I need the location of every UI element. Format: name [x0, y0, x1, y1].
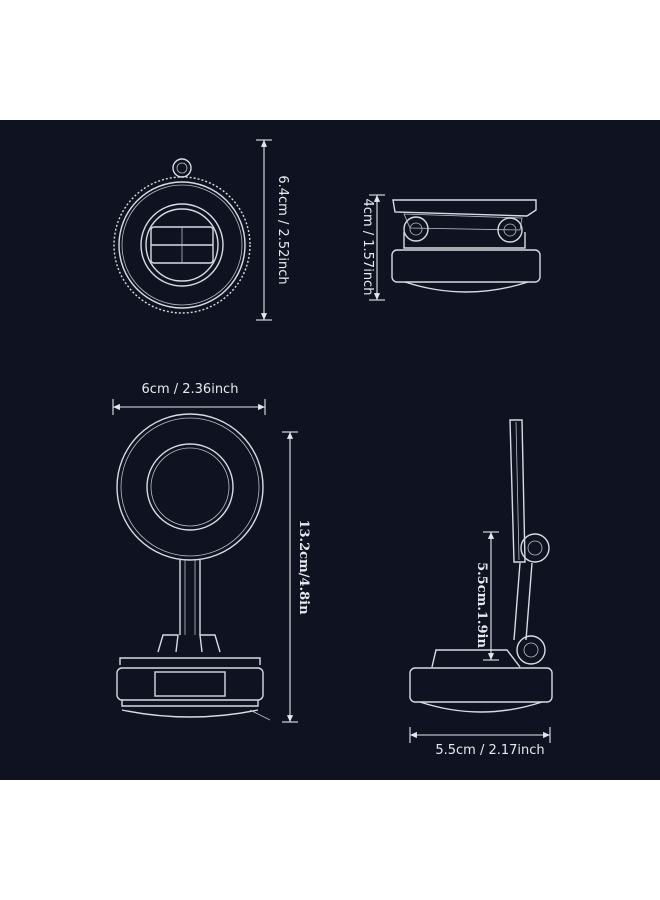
dim-label-head-height: 6.4cm / 2.52inch [275, 175, 290, 285]
upper-hinge [520, 533, 550, 563]
top-view-head [113, 158, 251, 314]
side-plate [509, 419, 526, 563]
knurled-rim [113, 176, 251, 314]
hinge-right [497, 217, 523, 243]
hinge-left [403, 216, 429, 242]
front-suction-cup [121, 709, 259, 718]
stem [179, 560, 201, 635]
technical-drawing [112, 139, 553, 743]
front-base [116, 667, 264, 701]
lower-hinge [516, 635, 546, 665]
dim-label-stem-height: 5.5cm.1.9in [474, 562, 489, 648]
front-head-inner [146, 443, 234, 531]
front-head-outer [116, 413, 264, 561]
side-suction-cup [419, 701, 543, 713]
folded-plate [392, 199, 537, 217]
side-view-unfolded [409, 419, 553, 713]
inner-ring [140, 203, 224, 287]
side-base [409, 667, 553, 703]
dim-label-side-width: 5.5cm / 2.17inch [435, 743, 545, 758]
dim-label-front-width: 6cm / 2.36inch [141, 382, 239, 397]
front-view [116, 413, 271, 721]
side-arm [513, 562, 533, 641]
suction-cup [404, 281, 529, 293]
hanging-loop [172, 158, 192, 178]
diagram-panel: 6.4cm / 2.52inch 4cm / 1.57inch 6cm / 2.… [0, 120, 660, 780]
knurled-base [391, 249, 541, 283]
dim-label-front-height: 13.2cm/4.8in [296, 519, 311, 615]
dim-label-folded-height: 4cm / 1.57inch [360, 198, 375, 296]
side-view-folded [391, 199, 541, 293]
